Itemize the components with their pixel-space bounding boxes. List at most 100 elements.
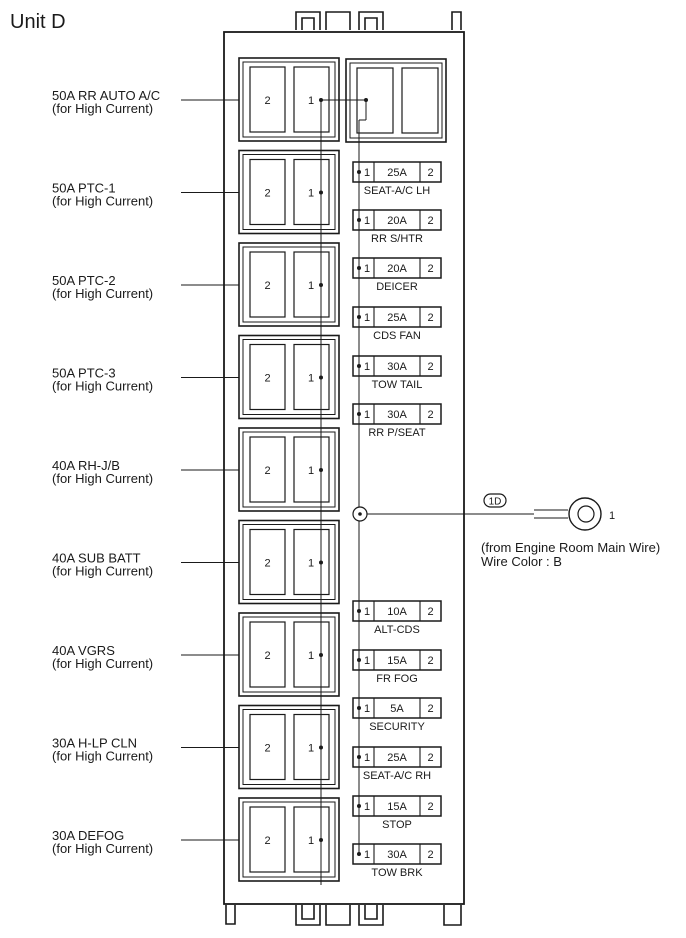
connector-wire-color: Wire Color : B (481, 554, 562, 569)
big-fuse-terminal-left (249, 158, 286, 226)
big-fuse-note: (for High Current) (52, 379, 153, 394)
small-fuse-pin1: 1 (364, 703, 370, 715)
small-fuse-label: STOP (382, 819, 412, 831)
big-fuse-terminal-right (293, 528, 330, 596)
big-fuse-terminal-right (293, 621, 330, 688)
small-fuse-amp: 30A (387, 361, 407, 373)
big-fuse-inner (242, 616, 336, 693)
small-fuse-pin1: 1 (364, 215, 370, 227)
big-fuse-pin-right: 1 (308, 95, 314, 107)
big-fuse-name: 50A PTC-3 (52, 366, 116, 381)
small-fuse-label: SECURITY (369, 721, 425, 733)
small-fuse-pin2: 2 (427, 849, 433, 861)
small-fuse-body (352, 600, 442, 622)
small-fuse-body (352, 209, 442, 231)
terminal-pin-number: 1 (609, 510, 615, 522)
big-fuse-terminal-left (249, 713, 286, 781)
small-fuse-pin1: 1 (364, 409, 370, 421)
big-fuse-note: (for High Current) (52, 841, 153, 856)
small-fuse-amp: 20A (387, 263, 407, 275)
big-fuse-pin-left: 2 (264, 465, 270, 477)
big-fuse-name: 40A VGRS (52, 643, 115, 658)
small-fuse-body (352, 355, 442, 377)
big-fuse-name: 30A H-LP CLN (52, 736, 137, 751)
small-fuse-amp: 30A (387, 409, 407, 421)
small-fuse-amp: 30A (387, 849, 407, 861)
big-fuse: 2 1 40A RH-J/B(for High Current) (52, 427, 340, 512)
big-fuse-pin-right: 1 (308, 280, 314, 292)
small-fuse-amp: 25A (387, 312, 407, 324)
big-fuse: 2 1 50A PTC-3(for High Current) (52, 334, 340, 420)
small-fuse-pin1: 1 (364, 849, 370, 861)
big-fuse-inner (242, 431, 336, 508)
big-fuse-outer (238, 427, 340, 512)
big-fuse-pin-right: 1 (308, 188, 314, 200)
big-fuse-terminal-right (293, 251, 330, 318)
top-mount-tabs (295, 11, 462, 30)
big-fuse-note: (for High Current) (52, 471, 153, 486)
small-fuse-pin2: 2 (427, 606, 433, 618)
small-fuse-pin2: 2 (427, 752, 433, 764)
big-fuse-name: 50A RR AUTO A/C (52, 88, 160, 103)
small-fuse-pin2: 2 (427, 312, 433, 324)
small-fuse-label: TOW BRK (371, 867, 423, 879)
big-fuse-inner (242, 801, 336, 878)
ground-point-dot (358, 512, 362, 516)
big-fuse-outer (238, 519, 340, 605)
connector-code-badge (483, 493, 507, 508)
small-fuse-body (352, 746, 442, 768)
big-fuse-outer (238, 797, 340, 882)
small-fuse-label: TOW TAIL (372, 379, 423, 391)
ground-connector: 1D 1 (from Engine Room Main Wire) Wire C… (352, 493, 660, 569)
small-fuse-label: RR P/SEAT (368, 427, 426, 439)
big-fuse-pin-left: 2 (264, 188, 270, 200)
big-fuse-outer (238, 704, 340, 790)
small-fuse-pin2: 2 (427, 703, 433, 715)
big-fuse-pin-right: 1 (308, 373, 314, 385)
small-fuse-label: RR S/HTR (371, 233, 423, 245)
big-fuse-terminal-right (293, 158, 330, 226)
small-fuse-amp: 25A (387, 752, 407, 764)
small-fuse-label: ALT-CDS (374, 624, 420, 636)
big-fuse-pin-left: 2 (264, 835, 270, 847)
big-fuse-name: 50A PTC-2 (52, 273, 116, 288)
connector-source-label: (from Engine Room Main Wire) (481, 540, 660, 555)
connector-code: 1D (489, 497, 502, 508)
big-fuse-name: 40A SUB BATT (52, 551, 141, 566)
small-fuse-amp: 5A (390, 703, 404, 715)
big-fuse-terminal-right (293, 713, 330, 781)
big-fuse-terminal-left (249, 251, 286, 318)
big-fuse-pin-right: 1 (308, 465, 314, 477)
small-fuse-pin2: 2 (427, 215, 433, 227)
big-fuse-pin-left: 2 (264, 650, 270, 662)
big-fuse-terminal-right (293, 436, 330, 503)
small-fuse-pin1: 1 (364, 361, 370, 373)
big-fuse-note: (for High Current) (52, 564, 153, 579)
big-fuse-terminal-left (249, 806, 286, 873)
small-fuse-body (352, 161, 442, 183)
small-fuse-pin1: 1 (364, 801, 370, 813)
small-fuse-amp: 20A (387, 215, 407, 227)
big-fuse-name: 40A RH-J/B (52, 458, 120, 473)
big-fuse-outer (238, 149, 340, 235)
big-fuse-pin-left: 2 (264, 373, 270, 385)
big-fuse-note: (for High Current) (52, 286, 153, 301)
big-fuse-note: (for High Current) (52, 749, 153, 764)
small-fuse-pin1: 1 (364, 312, 370, 324)
small-fuse-label: SEAT-A/C RH (363, 770, 431, 782)
small-fuse-amp: 15A (387, 801, 407, 813)
big-fuse-pin-left: 2 (264, 95, 270, 107)
big-fuse-terminal-right (293, 806, 330, 873)
small-fuse-pin1: 1 (364, 167, 370, 179)
big-fuse-terminal-left (249, 343, 286, 411)
